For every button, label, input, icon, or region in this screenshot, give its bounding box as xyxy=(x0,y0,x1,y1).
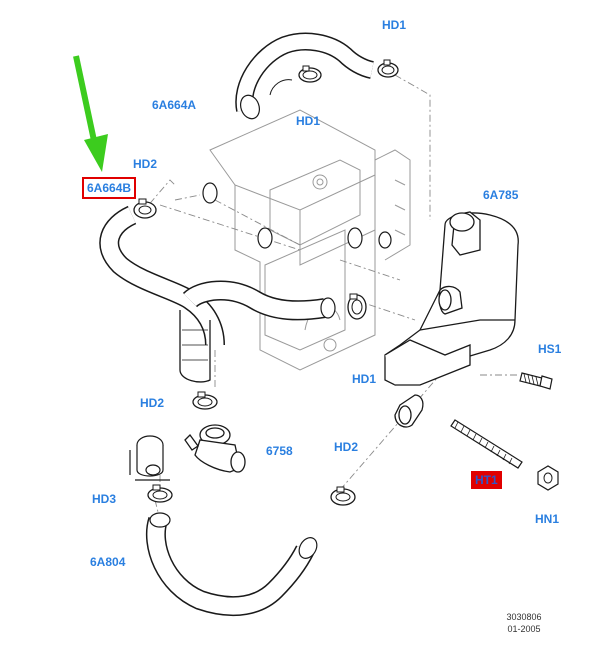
green-down-arrow-icon xyxy=(73,55,108,172)
hose-6a804 xyxy=(145,512,318,616)
label-hd1-mid: HD1 xyxy=(296,114,321,128)
hose-6a664a xyxy=(235,32,375,120)
pcv-valve-6758 xyxy=(184,424,246,473)
hose-clamp-hd2-a xyxy=(133,198,157,219)
label-6758: 6758 xyxy=(266,444,293,458)
label-6a664b-highlighted: 6A664B xyxy=(82,177,137,199)
oil-separator-6a785 xyxy=(384,211,519,428)
label-hs1: HS1 xyxy=(538,342,562,356)
bolt-hs1 xyxy=(519,372,553,390)
stud-ht1 xyxy=(450,419,523,469)
engine-block-ghost xyxy=(209,109,411,371)
label-6a664a: 6A664A xyxy=(152,98,197,112)
hose-6a664b xyxy=(99,205,336,383)
label-hd1-top: HD1 xyxy=(382,18,407,32)
hose-clamp-hd1-c xyxy=(347,293,367,320)
label-6a785: 6A785 xyxy=(483,188,519,202)
hose-clamp-hd1-b xyxy=(377,59,399,78)
label-hn1: HN1 xyxy=(535,512,560,526)
block-fittings xyxy=(202,182,392,249)
reference-date: 01-2005 xyxy=(507,624,541,634)
label-hd2-right: HD2 xyxy=(334,440,359,454)
label-hd2-top: HD2 xyxy=(133,157,158,171)
label-hd3: HD3 xyxy=(92,492,117,506)
intake-port xyxy=(129,435,170,481)
hose-clamp-hd2-c xyxy=(330,486,356,506)
nut-hn1 xyxy=(537,465,559,491)
label-hd2-mid: HD2 xyxy=(140,396,165,410)
hose-clamp-hd2-b xyxy=(192,391,218,410)
label-6a804: 6A804 xyxy=(90,555,126,569)
label-hd1-low: HD1 xyxy=(352,372,377,386)
hose-clamp-hd3 xyxy=(147,484,173,503)
label-ht1-highlighted: HT1 xyxy=(471,471,502,489)
reference-number: 3030806 xyxy=(506,612,542,622)
hose-clamp-hd1-a xyxy=(298,65,322,83)
